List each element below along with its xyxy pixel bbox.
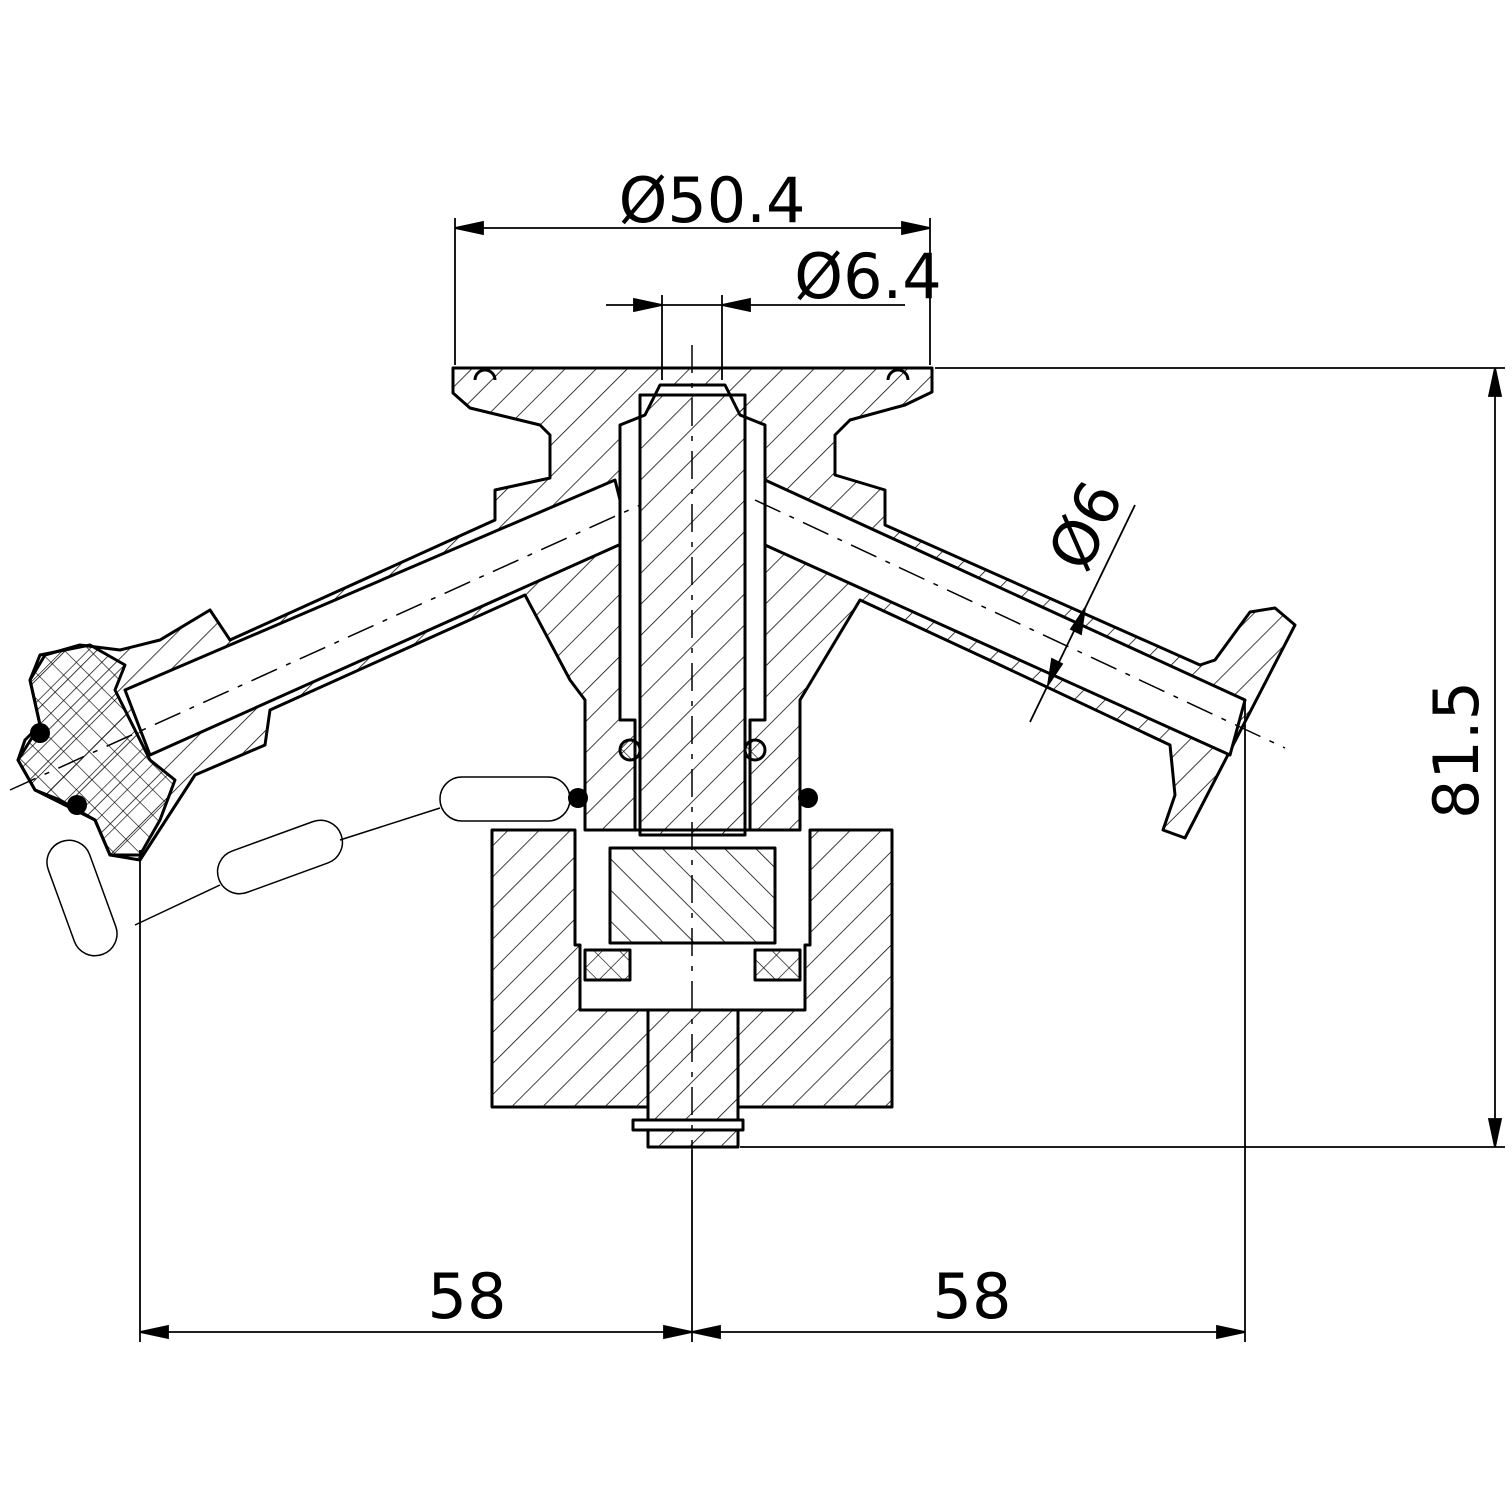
stem-pin — [631, 1118, 745, 1132]
stem — [646, 1008, 740, 1149]
washer-left — [583, 948, 632, 982]
flange-hole — [886, 368, 910, 381]
o-ring — [618, 738, 642, 762]
flange-hole — [473, 368, 497, 381]
dim-flange-diameter: Ø50.4 — [619, 164, 806, 237]
washer-right — [753, 948, 802, 982]
dim-height: 81.5 — [1420, 681, 1493, 819]
lower-block — [490, 828, 650, 1109]
dim-right-offset: 58 — [933, 1260, 1012, 1333]
center-lines — [9, 345, 1286, 1150]
lower-block-right — [736, 828, 894, 1109]
left-seal-knob — [16, 643, 177, 857]
dimension-lines — [139, 218, 1505, 1342]
dim-left-offset: 58 — [428, 1260, 507, 1333]
dim-bore-diameter: Ø6.4 — [794, 240, 941, 313]
phantom-handle — [46, 776, 571, 957]
o-ring — [743, 738, 767, 762]
seal-dots — [30, 723, 818, 815]
dim-arm-diameter: Ø6 — [1034, 470, 1138, 581]
